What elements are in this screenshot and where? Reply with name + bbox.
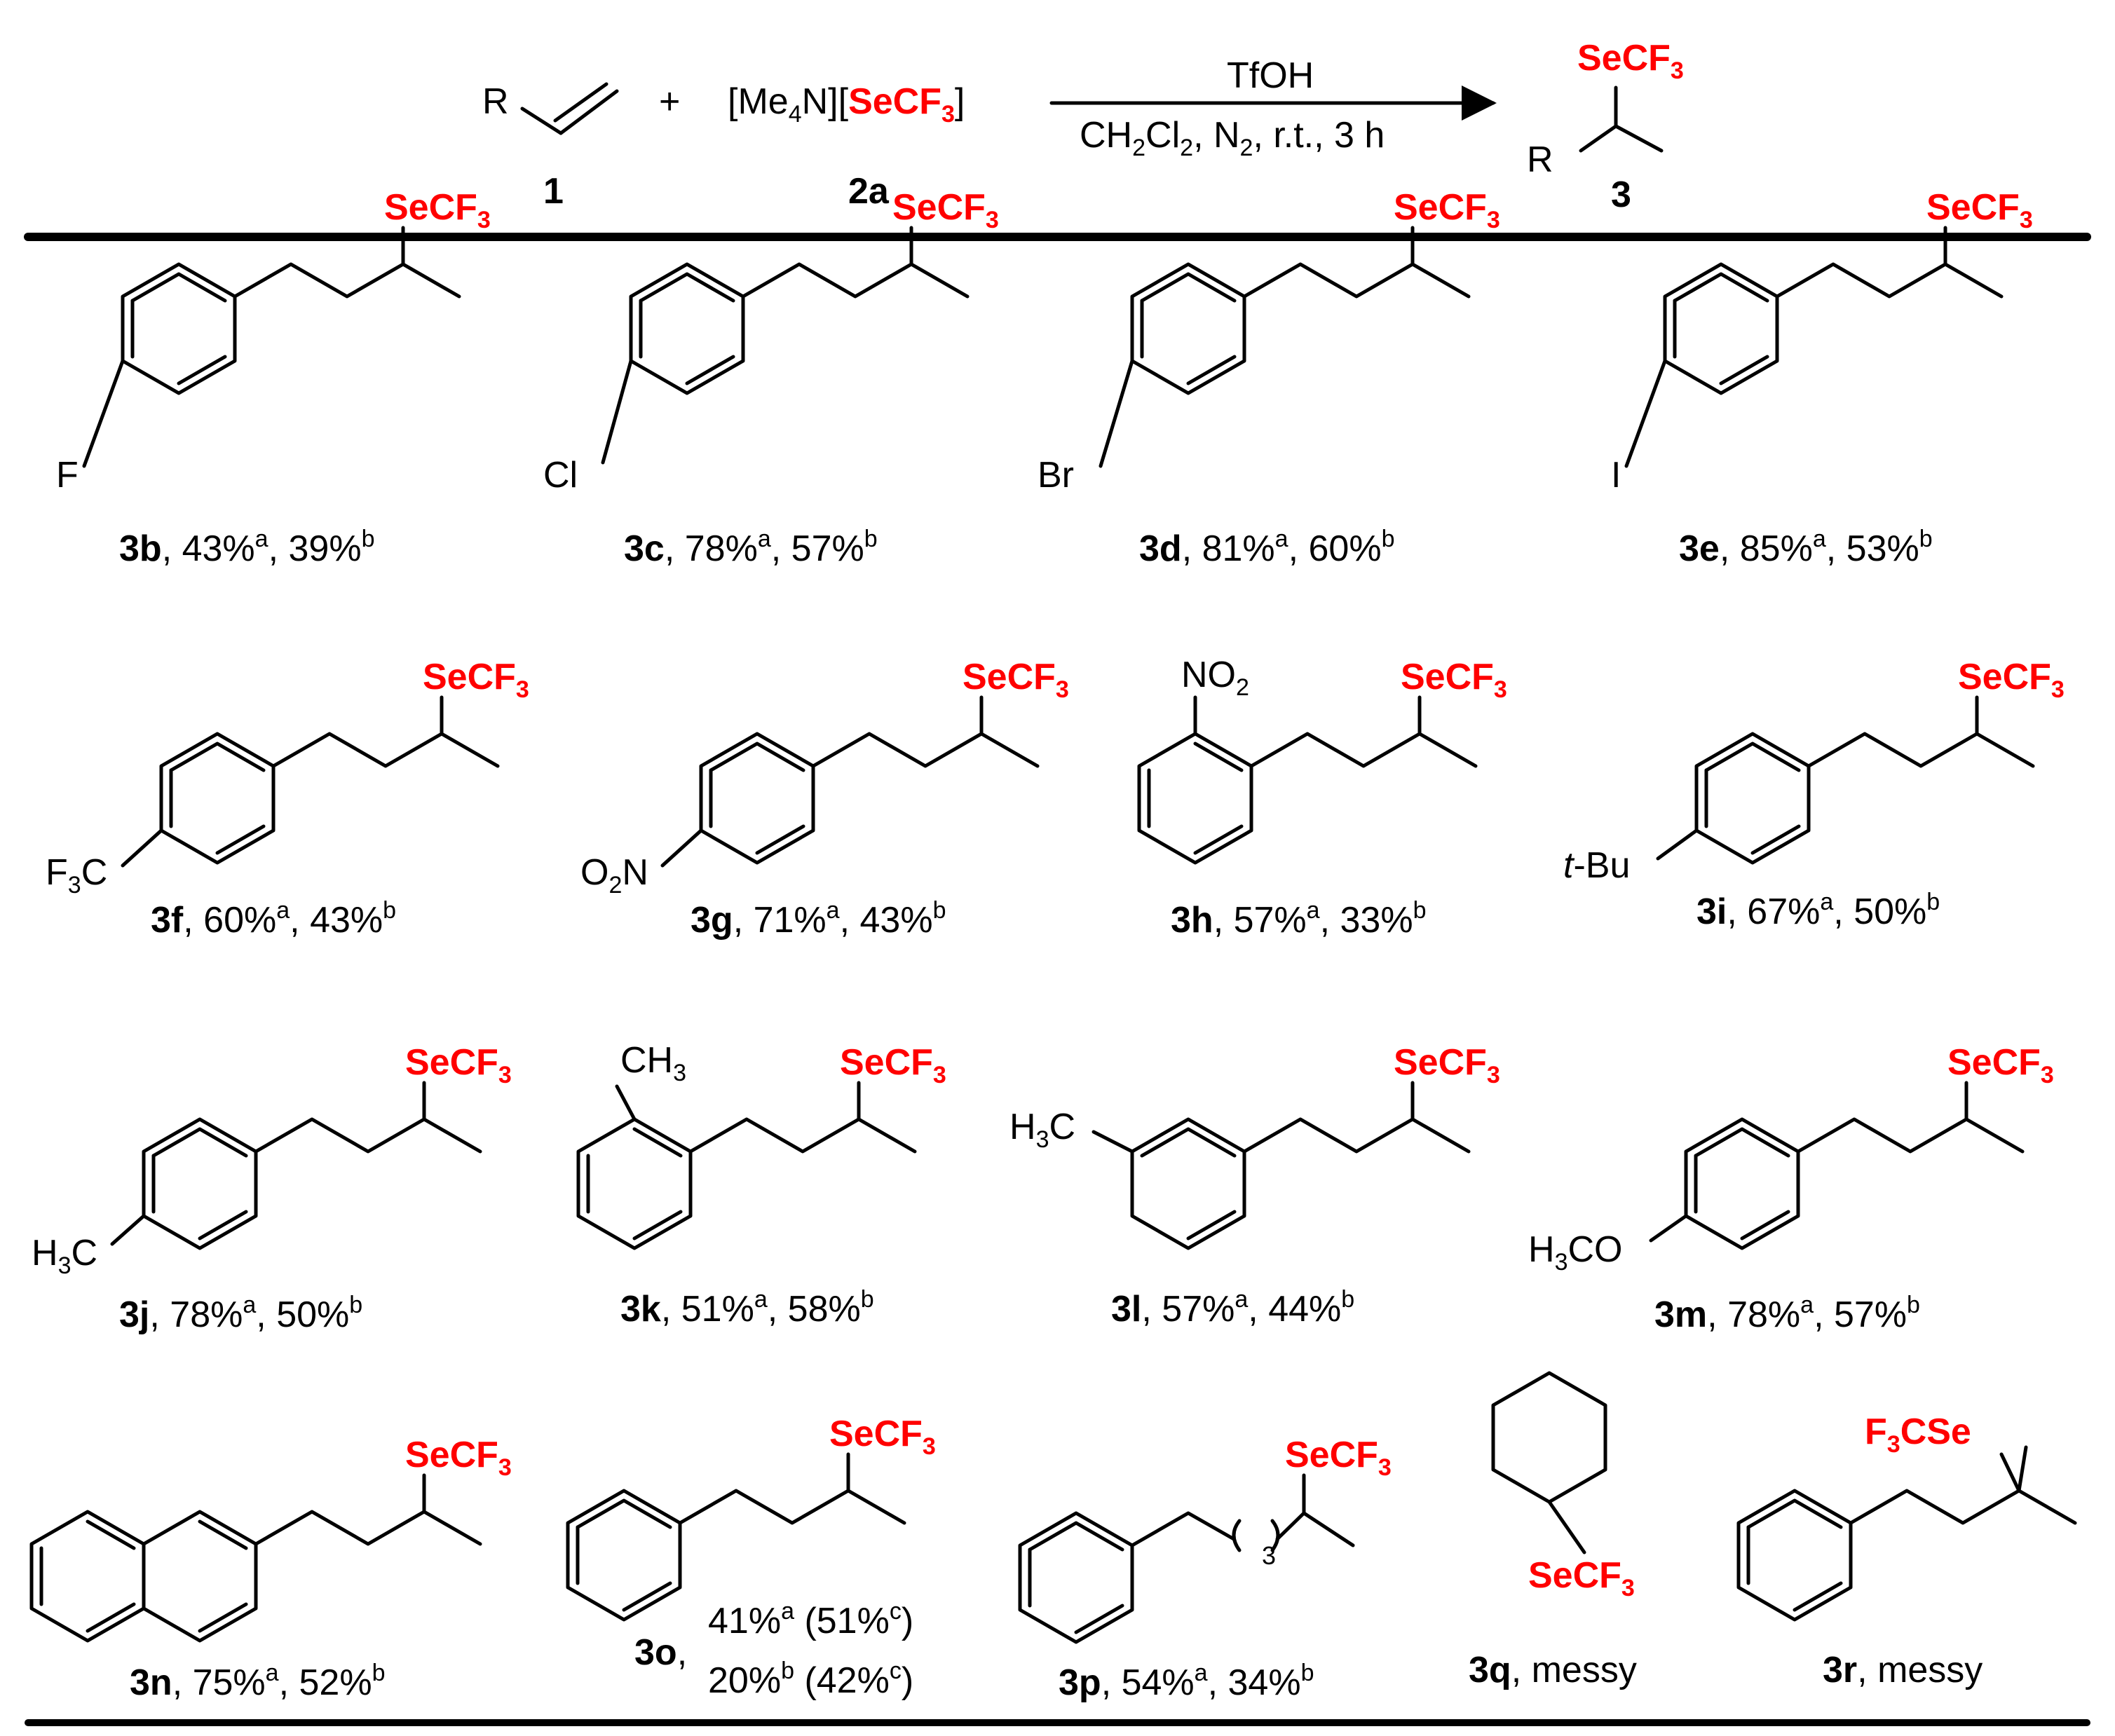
structure-3p <box>1018 1473 1355 1644</box>
scheme-reagent: [Me4N][SeCF3] <box>728 81 965 128</box>
secf3-3e: SeCF3 <box>1926 187 2033 233</box>
scheme-product-r: R <box>1527 139 1553 180</box>
caption-3b: 3b, 43%a, 39%b <box>119 526 375 569</box>
structure-3o <box>566 1452 906 1622</box>
structure-3b <box>82 226 461 468</box>
substituent-3h: NO2 <box>1181 655 1249 701</box>
substituent-3f: F3C <box>46 852 107 898</box>
secf3-3i: SeCF3 <box>1958 657 2065 703</box>
structure-3k <box>576 1081 917 1250</box>
caption-3i: 3i, 67%a, 50%b <box>1696 889 1940 932</box>
structure-3q <box>1491 1371 1607 1554</box>
secf3-3m: SeCF3 <box>1947 1042 2054 1088</box>
substituent-3e: I <box>1611 455 1621 495</box>
secf3-3g: SeCF3 <box>963 657 1069 703</box>
alkene-1-structure <box>520 82 619 135</box>
caption-3o-line1: 41%a (51%c) <box>708 1598 913 1641</box>
substituent-3g: O2N <box>580 852 648 898</box>
scheme-product-group: SeCF3 <box>1577 38 1684 84</box>
structure-3h <box>1137 695 1478 865</box>
product-3-structure <box>1579 86 1664 153</box>
secf3-3n: SeCF3 <box>405 1435 512 1481</box>
caption-3e: 3e, 85%a, 53%b <box>1679 526 1933 569</box>
secf3-3f: SeCF3 <box>423 657 529 703</box>
structure-3m <box>1649 1081 2025 1250</box>
structure-3i <box>1656 695 2035 865</box>
substituent-3d: Br <box>1038 455 1074 495</box>
caption-3p: 3p, 54%a, 34%b <box>1059 1660 1314 1703</box>
f3cse-3r: F3CSe <box>1865 1412 1971 1458</box>
structure-3f <box>121 695 500 868</box>
chain-repeat-3p: 3 <box>1262 1541 1276 1570</box>
caption-3o-id: 3o, <box>634 1632 687 1673</box>
label-2a: 2a <box>848 171 890 212</box>
secf3-3d: SeCF3 <box>1394 187 1500 233</box>
structure-3g <box>660 695 1040 868</box>
caption-3k: 3k, 51%a, 58%b <box>620 1286 874 1330</box>
caption-3g: 3g, 71%a, 43%b <box>691 897 946 941</box>
label-1: 1 <box>543 171 564 212</box>
secf3-3b: SeCF3 <box>384 187 491 233</box>
substituent-3m: H3CO <box>1528 1229 1622 1276</box>
structure-3n <box>29 1473 482 1643</box>
scheme-arrow-top: TfOH <box>1227 55 1314 96</box>
caption-3j: 3j, 78%a, 50%b <box>119 1292 362 1335</box>
substituent-3i: t-Bu <box>1563 845 1630 886</box>
structure-3r <box>1736 1445 2077 1622</box>
secf3-3h: SeCF3 <box>1401 657 1507 703</box>
substituent-3b: F <box>56 455 79 495</box>
substituent-3j: H3C <box>32 1233 97 1279</box>
caption-3n: 3n, 75%a, 52%b <box>130 1660 386 1703</box>
substituent-3c: Cl <box>543 455 578 495</box>
substituent-3l: H3C <box>1009 1107 1075 1153</box>
scheme-plus: + <box>659 81 680 122</box>
caption-3l: 3l, 57%a, 44%b <box>1111 1286 1354 1330</box>
caption-3h: 3h, 57%a, 33%b <box>1171 897 1427 941</box>
secf3-3k: SeCF3 <box>840 1042 946 1088</box>
scheme-arrow-bottom: CH2Cl2, N2, r.t., 3 h <box>1080 115 1385 161</box>
caption-3m: 3m, 78%a, 57%b <box>1654 1292 1920 1335</box>
label-3: 3 <box>1611 175 1631 215</box>
caption-3f: 3f, 60%a, 43%b <box>151 897 396 941</box>
caption-3d: 3d, 81%a, 60%b <box>1139 526 1395 569</box>
secf3-3p: SeCF3 <box>1285 1435 1392 1481</box>
caption-3c: 3c, 78%a, 57%b <box>624 526 878 569</box>
structure-3j <box>110 1081 482 1250</box>
caption-3q: 3q, messy <box>1469 1650 1637 1690</box>
secf3-3l: SeCF3 <box>1394 1042 1500 1088</box>
secf3-3q: SeCF3 <box>1528 1555 1635 1601</box>
structure-3d <box>1099 226 1471 468</box>
secf3-3c: SeCF3 <box>892 187 999 233</box>
structure-3c <box>601 226 970 465</box>
secf3-3j: SeCF3 <box>405 1042 512 1088</box>
secf3-3o: SeCF3 <box>829 1414 936 1460</box>
caption-3o-line2: 20%b (42%c) <box>708 1658 913 1701</box>
scheme-alkene-r: R <box>482 81 509 122</box>
substituent-3k: CH3 <box>620 1040 686 1086</box>
caption-3r: 3r, messy <box>1823 1650 1983 1690</box>
structure-3l <box>1091 1081 1471 1250</box>
structure-3e <box>1624 226 2004 468</box>
